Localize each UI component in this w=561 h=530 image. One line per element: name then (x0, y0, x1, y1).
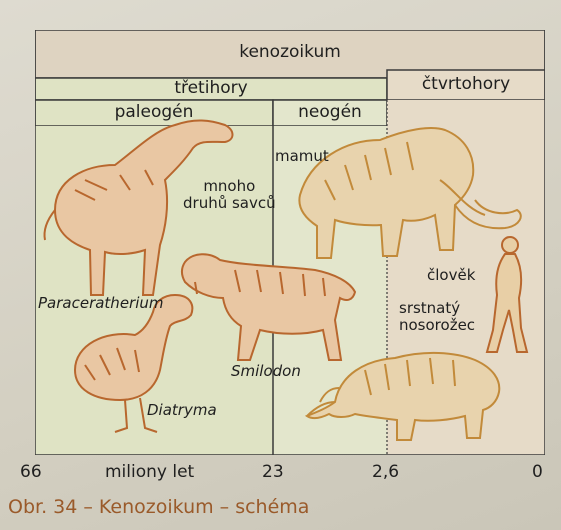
figure-caption: Obr. 34 – Kenozoikum – schéma (8, 496, 309, 518)
axis-unit-label: miliony let (105, 462, 194, 482)
tick-66: 66 (20, 462, 42, 482)
paraceratherium-label: Paraceratherium (38, 295, 164, 312)
many-mammals-label: mnoho druhů savců (183, 178, 276, 212)
era-label: kenozoikum (35, 44, 545, 61)
smilodon-label: Smilodon (231, 363, 301, 380)
cenozoic-diagram: kenozoikum třetihory čtvrtohory paleogén… (35, 30, 545, 455)
woolly-rhino-label: srstnatý nosorožec (399, 300, 475, 334)
period-tertiary-label: třetihory (35, 80, 387, 97)
mammoth-label: mamut (275, 148, 329, 165)
diatryma-label: Diatryma (147, 402, 217, 419)
epoch-paleogene-label: paleogén (35, 104, 273, 121)
human-label: člověk (427, 267, 475, 284)
epoch-neogene-label: neogén (273, 104, 387, 121)
period-quaternary-label: čtvrtohory (387, 76, 545, 93)
tick-23: 23 (262, 462, 284, 482)
tick-2-6: 2,6 (372, 462, 399, 482)
tick-0: 0 (532, 462, 543, 482)
